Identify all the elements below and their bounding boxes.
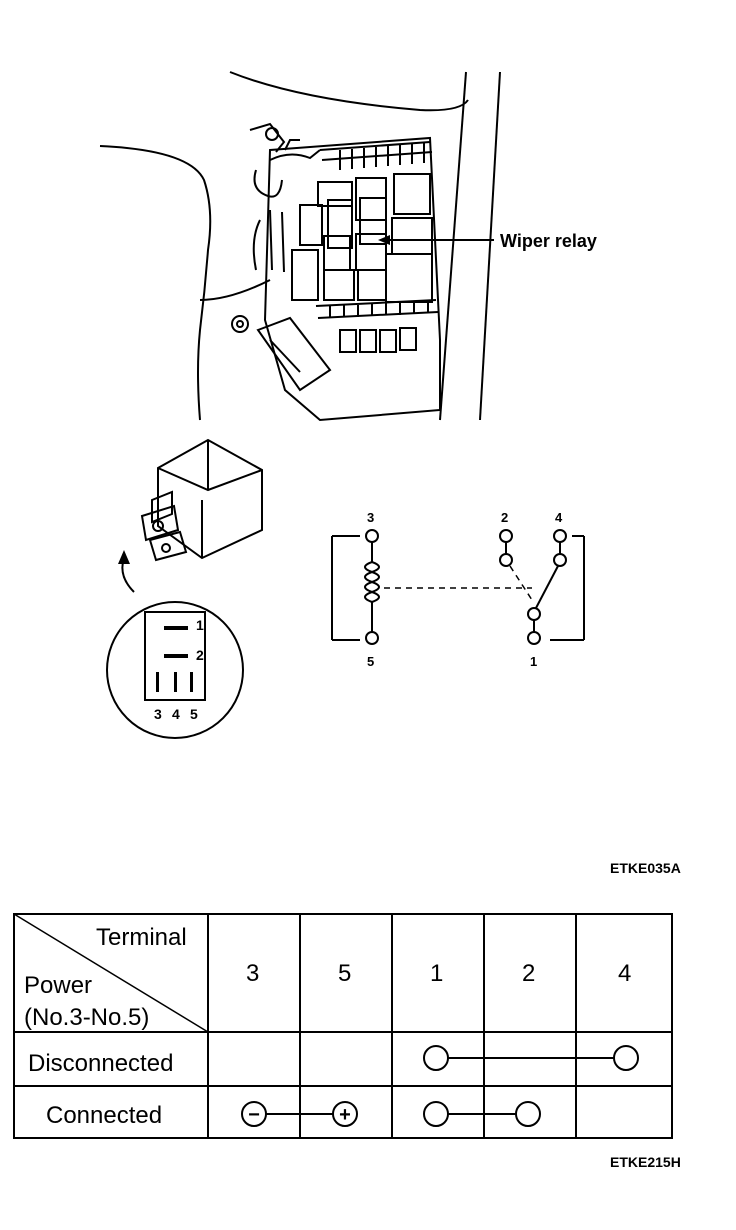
- relay-component-drawing: [106, 438, 263, 739]
- polarity-plus: +: [339, 1104, 351, 1126]
- table-col-header: 3: [246, 960, 260, 987]
- relay-box-illustration: [99, 71, 501, 422]
- figure-code-top: ETKE035A: [610, 860, 681, 876]
- schematic-terminal-5: 5: [367, 654, 375, 669]
- wiper-relay-label: Wiper relay: [500, 231, 597, 251]
- table-col-header: 1: [430, 960, 444, 987]
- pin-label-4: 4: [172, 706, 180, 722]
- figure-code-bottom: ETKE215H: [610, 1154, 681, 1170]
- pin-label-5: 5: [190, 706, 198, 722]
- pin-label-1: 1: [196, 617, 204, 633]
- table-row-label-disconnected: Disconnected: [28, 1050, 174, 1077]
- schematic-terminal-1: 1: [530, 654, 538, 669]
- polarity-minus: −: [248, 1104, 260, 1126]
- pin-label-2: 2: [196, 647, 204, 663]
- relay-schematic: [331, 529, 585, 645]
- schematic-terminal-3: 3: [367, 510, 375, 525]
- table-corner-power: Power: [24, 972, 93, 999]
- continuity-table: − +: [13, 913, 673, 1139]
- table-corner-power-range: (No.3-No.5): [24, 1004, 150, 1031]
- table-col-header: 5: [338, 960, 352, 987]
- table-col-header: 4: [618, 960, 632, 987]
- table-col-header: 2: [522, 960, 536, 987]
- table-row-label-connected: Connected: [46, 1102, 163, 1129]
- pin-label-3: 3: [154, 706, 162, 722]
- schematic-terminal-4: 4: [555, 510, 563, 525]
- table-corner-terminal: Terminal: [96, 924, 187, 951]
- schematic-terminal-2: 2: [501, 510, 509, 525]
